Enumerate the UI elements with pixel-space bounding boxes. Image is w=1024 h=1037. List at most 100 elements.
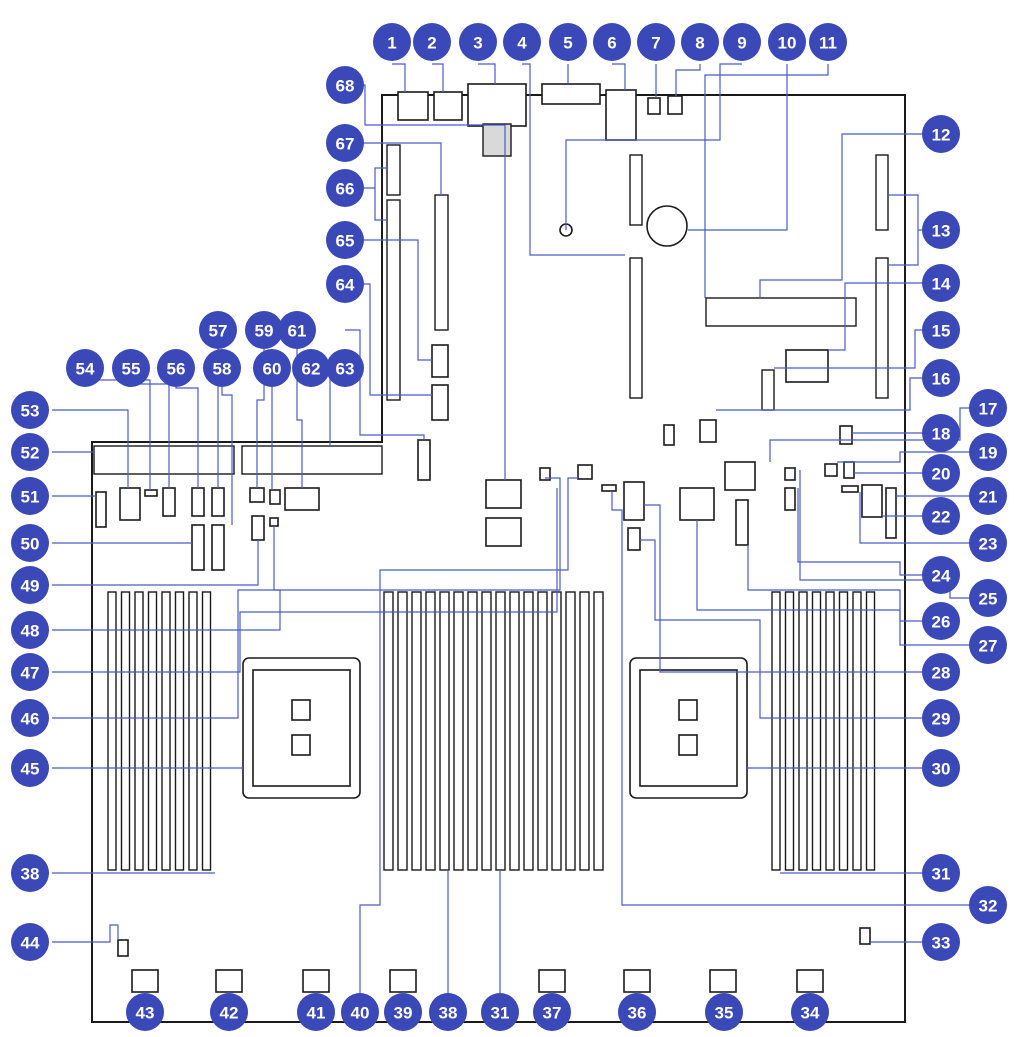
callout-number: 54 bbox=[76, 360, 95, 379]
callout-65: 65 bbox=[326, 221, 364, 259]
conn-55 bbox=[144, 489, 158, 497]
callout-28: 28 bbox=[922, 653, 960, 691]
callout-circle bbox=[326, 349, 364, 387]
callout-circle bbox=[413, 23, 451, 61]
riser-slot-left-3 bbox=[434, 194, 449, 331]
callout-number: 51 bbox=[21, 488, 40, 507]
callout-15: 15 bbox=[922, 311, 960, 349]
callout-circle bbox=[292, 349, 330, 387]
callout-number: 46 bbox=[21, 710, 40, 729]
chip-19 bbox=[824, 463, 838, 477]
chip-21 bbox=[885, 487, 897, 539]
conn-63 bbox=[431, 344, 449, 378]
callout-19: 19 bbox=[969, 433, 1007, 471]
usb-port-2 bbox=[433, 91, 463, 121]
callout-circle bbox=[969, 524, 1007, 562]
callout-circle bbox=[922, 854, 960, 892]
callout-number: 11 bbox=[819, 34, 837, 53]
conn-33 bbox=[859, 927, 871, 945]
callout-number: 25 bbox=[979, 590, 998, 609]
callout-circle bbox=[637, 23, 675, 61]
dimm-left-slot bbox=[147, 591, 158, 871]
conn-50b bbox=[211, 524, 225, 571]
callout-number: 23 bbox=[979, 535, 998, 554]
callout-14: 14 bbox=[922, 264, 960, 302]
dimm-center-slot bbox=[383, 591, 394, 871]
callout-number: 17 bbox=[979, 400, 998, 419]
callout-number: 20 bbox=[932, 465, 951, 484]
callout-number: 13 bbox=[932, 222, 951, 241]
riser-slot-right-long bbox=[875, 257, 889, 399]
callout-10: 10 bbox=[768, 23, 806, 61]
chip-17 bbox=[724, 461, 756, 491]
chip-32 bbox=[601, 484, 617, 492]
callout-50: 50 bbox=[11, 524, 49, 562]
callout-number: 40 bbox=[351, 1004, 370, 1023]
dimm-right-slot bbox=[865, 591, 876, 871]
dimm-right-slot bbox=[838, 591, 849, 871]
callout-circle bbox=[11, 699, 49, 737]
cmos-battery bbox=[646, 205, 688, 247]
callout-circle bbox=[11, 653, 49, 691]
callout-44: 44 bbox=[11, 923, 49, 961]
callout-number: 4 bbox=[517, 34, 527, 53]
power-connector-12 bbox=[705, 297, 857, 327]
dimm-left-slot bbox=[188, 591, 198, 871]
callout-circle bbox=[593, 23, 631, 61]
callout-number: 61 bbox=[288, 322, 307, 341]
callout-circle bbox=[278, 311, 316, 349]
conn-59 bbox=[249, 487, 265, 503]
dimm-right-slot bbox=[784, 591, 795, 871]
conn-50a bbox=[191, 524, 205, 571]
callout-circle bbox=[969, 433, 1007, 471]
callout-63: 63 bbox=[326, 349, 364, 387]
dimm-center-slot bbox=[481, 591, 492, 871]
callout-circle bbox=[11, 433, 49, 471]
callout-number: 7 bbox=[651, 34, 660, 53]
led-7 bbox=[647, 97, 661, 115]
callout-38-b: 38 bbox=[11, 854, 49, 892]
callout-number: 3 bbox=[473, 34, 482, 53]
conn-56 bbox=[162, 487, 176, 517]
dimm-center-slot bbox=[579, 591, 590, 871]
callout-circle bbox=[922, 699, 960, 737]
callout-number: 63 bbox=[336, 360, 355, 379]
callout-circle bbox=[969, 389, 1007, 427]
callout-13: 13 bbox=[922, 211, 960, 249]
callout-number: 28 bbox=[932, 664, 951, 683]
connector-52 bbox=[93, 445, 235, 475]
callout-43: 43 bbox=[126, 993, 164, 1031]
callout-49: 49 bbox=[11, 566, 49, 604]
callout-circle bbox=[922, 211, 960, 249]
callout-circle bbox=[922, 359, 960, 397]
callout-45: 45 bbox=[11, 749, 49, 787]
callout-circle bbox=[618, 993, 656, 1031]
dimm-center-slot bbox=[523, 591, 534, 871]
callout-circle bbox=[245, 311, 283, 349]
callout-62: 62 bbox=[292, 349, 330, 387]
chip-24 bbox=[784, 487, 796, 511]
callout-number: 65 bbox=[336, 232, 355, 251]
conn-49 bbox=[251, 515, 265, 541]
conn-58 bbox=[211, 487, 225, 517]
callout-58: 58 bbox=[203, 349, 241, 387]
callout-number: 38 bbox=[439, 1004, 458, 1023]
cpu-socket-1 bbox=[242, 657, 361, 799]
callout-number: 8 bbox=[695, 34, 704, 53]
callout-number: 64 bbox=[336, 276, 355, 295]
callout-circle bbox=[326, 221, 364, 259]
dimm-center-slot bbox=[411, 591, 422, 871]
callout-circle bbox=[922, 556, 960, 594]
dimm-center-slot bbox=[565, 591, 576, 871]
chip-46 bbox=[577, 464, 593, 480]
callout-circle bbox=[326, 66, 364, 104]
callout-number: 45 bbox=[21, 760, 40, 779]
callout-61: 61 bbox=[278, 311, 316, 349]
callout-66: 66 bbox=[326, 169, 364, 207]
chip-23 bbox=[841, 485, 859, 493]
callout-number: 53 bbox=[21, 402, 40, 421]
callout-circle bbox=[253, 349, 291, 387]
callout-number: 32 bbox=[979, 897, 998, 916]
dimm-center-slot bbox=[537, 591, 548, 871]
callout-circle bbox=[969, 579, 1007, 617]
